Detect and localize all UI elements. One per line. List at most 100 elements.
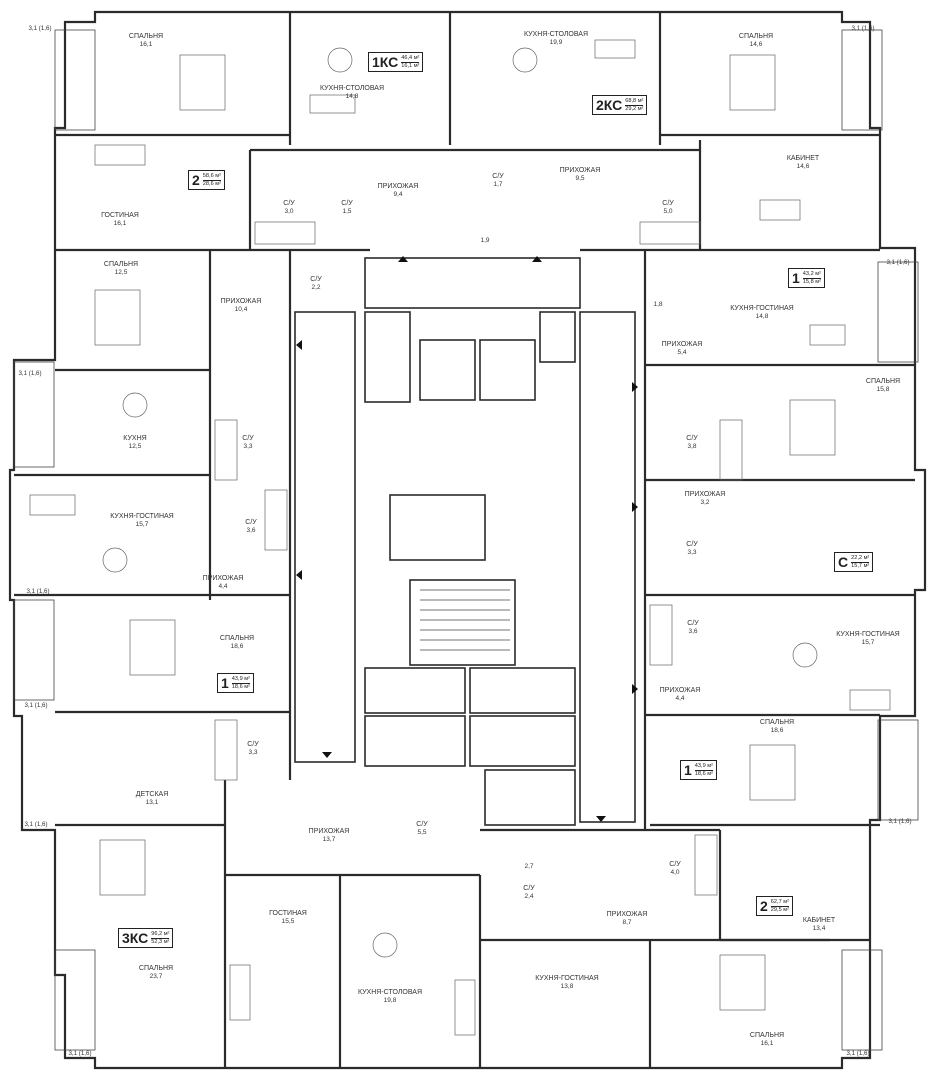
room-area: 23,7 (150, 973, 163, 980)
entry-arrow (398, 256, 408, 262)
room-name: КУХНЯ-ГОСТИНАЯ (730, 305, 793, 312)
room-name: СПАЛЬНЯ (866, 378, 900, 385)
room-area: 3,6 (688, 628, 697, 635)
room-area: 16,1 (114, 220, 127, 227)
bed-icon (129, 619, 176, 676)
room-name: КУХНЯ (123, 435, 146, 442)
living-area: 29,5 м² (770, 906, 789, 913)
room-name: С/У (687, 620, 699, 627)
balcony (13, 361, 55, 468)
room-name: С/У (523, 885, 535, 892)
room-name: ПРИХОЖАЯ (685, 491, 726, 498)
dining-table-icon (327, 47, 353, 73)
shaft (539, 311, 576, 363)
room: С/У2,4 (523, 885, 535, 900)
room-area: 15,5 (282, 918, 295, 925)
room: С/У3,3 (242, 435, 254, 450)
balcony (13, 599, 55, 701)
balcony-area: 3,1 (1,6) (886, 259, 909, 266)
room-area: 15,7 (136, 521, 149, 528)
living-area: 52,3 м² (151, 938, 170, 945)
room-area: 12,5 (115, 269, 128, 276)
bathtub-icon (694, 834, 718, 896)
room-area: 5,5 (417, 829, 426, 836)
room-area: 3,8 (687, 443, 696, 450)
room-area: 2,2 (311, 284, 320, 291)
room-name: С/У (283, 200, 295, 207)
room-area: 3,3 (243, 443, 252, 450)
room: С/У3,3 (686, 541, 698, 556)
room-name: ПРИХОЖАЯ (309, 828, 350, 835)
bed-icon (749, 744, 796, 801)
balcony-area: 3,1 (1,6) (26, 588, 49, 595)
room-area: 2,4 (524, 893, 533, 900)
elevator (479, 339, 536, 401)
room-name: ПРИХОЖАЯ (221, 298, 262, 305)
bathtub-icon (649, 604, 673, 666)
room-area: 10,4 (235, 306, 248, 313)
room-name: С/У (245, 519, 257, 526)
apartment-type: 2КС (596, 97, 623, 113)
room-name: КУХНЯ-ГОСТИНАЯ (110, 513, 173, 520)
sofa-icon (94, 144, 146, 166)
room-name: СПАЛЬНЯ (760, 719, 794, 726)
room-area: 19,9 (550, 39, 563, 46)
room-name: С/У (492, 173, 504, 180)
total-area: 62,7 м² (770, 898, 789, 907)
balcony (54, 949, 96, 1051)
sofa-icon (309, 94, 356, 114)
balcony-area: 3,1 (1,6) (68, 1050, 91, 1057)
room-name: С/У (686, 541, 698, 548)
room-area: 13,7 (323, 836, 336, 843)
room-name: КАБИНЕТ (803, 917, 836, 924)
room-area: 14,8 (346, 93, 359, 100)
apartment-type: 1КС (372, 54, 399, 70)
room-area: 18,6 (771, 727, 784, 734)
balcony (877, 719, 919, 821)
living-area: 18,6 м² (231, 683, 250, 690)
corridor-north (364, 257, 581, 309)
room-area: 13,4 (813, 925, 826, 932)
room-name: СПАЛЬНЯ (104, 261, 138, 268)
balcony (877, 261, 919, 363)
entry-arrow (632, 382, 638, 392)
room-area: 16,1 (761, 1040, 774, 1047)
balcony-area: 3,1 (1,6) (28, 25, 51, 32)
room: С/У2,2 (310, 276, 322, 291)
dining-table-icon (792, 642, 818, 668)
room: 1,8 (653, 301, 662, 308)
room: С/У4,0 (669, 861, 681, 876)
room: С/У3,8 (686, 435, 698, 450)
total-area: 43,2 м² (802, 270, 821, 279)
room-name: ГОСТИНАЯ (269, 910, 307, 917)
total-area: 43,9 м² (231, 675, 250, 684)
room: С/У3,6 (687, 620, 699, 635)
apartment-type: 3КС (122, 930, 149, 946)
room-name: С/У (662, 200, 674, 207)
exterior-wall (8, 10, 927, 1070)
sofa-icon (29, 494, 76, 516)
room-name: СПАЛЬНЯ (139, 965, 173, 972)
room-area: 14,6 (750, 41, 763, 48)
balcony (841, 949, 883, 1051)
balcony-area: 3,1 (1,6) (851, 25, 874, 32)
room-area: 13,8 (561, 983, 574, 990)
